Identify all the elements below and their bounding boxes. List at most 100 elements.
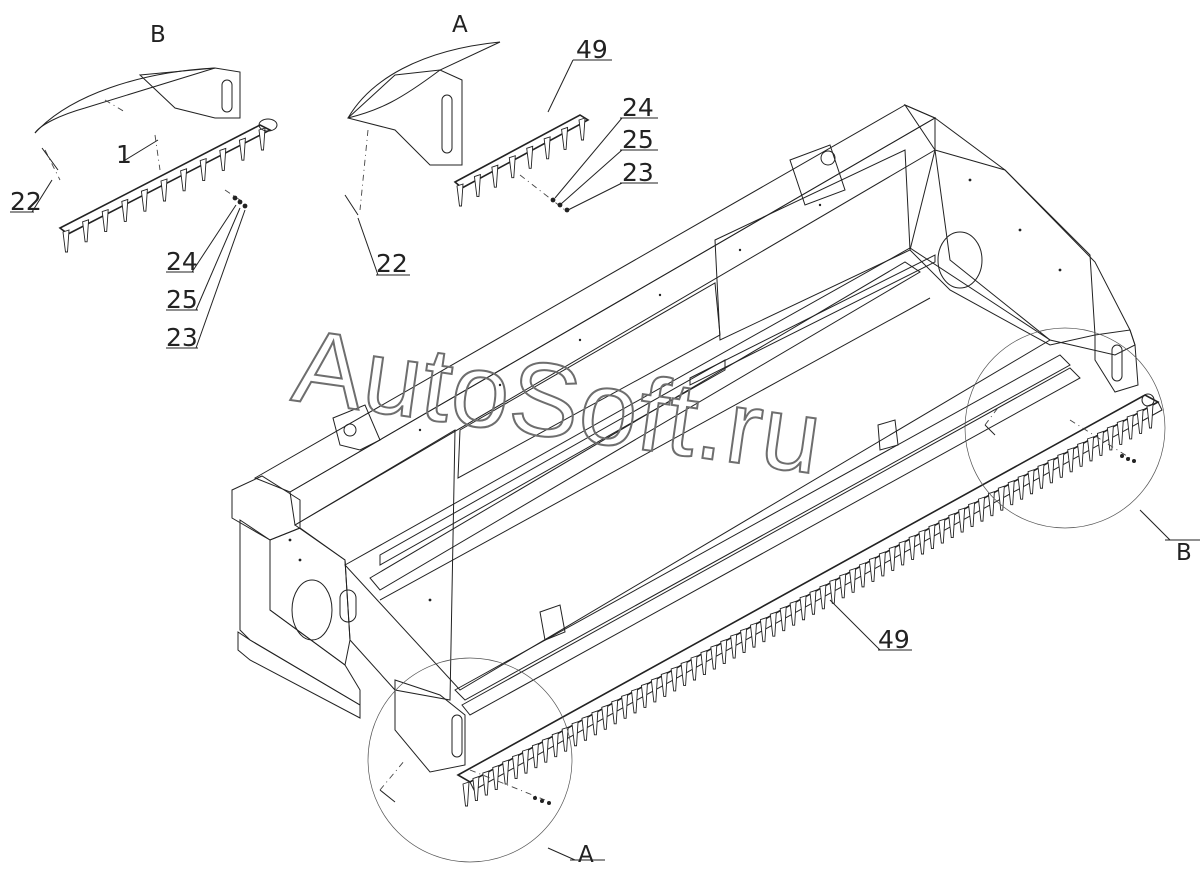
cutter-tooth [521,748,529,774]
cutter-tooth [839,573,847,599]
cutter-tooth [680,660,688,686]
cutter-tooth [1106,425,1114,451]
cutter-tooth [551,732,559,758]
cutter-tooth [759,617,767,643]
cutter-tooth [690,655,698,681]
cutter-tooth [769,611,777,637]
cutter-tooth [258,127,266,151]
detail-b-drawing [10,67,278,349]
cutter-tooth [898,540,906,566]
cutter-tooth [561,126,569,150]
callout-24-b: 24 [166,247,198,276]
cutter-tooth [101,208,109,233]
cutter-tooth [700,649,708,675]
detail-circle-a [367,657,605,863]
cutter-tooth [160,178,168,202]
cutter-tooth [888,545,896,571]
cutter-tooth [508,155,516,179]
cutter-tooth [779,606,787,632]
cutter-tooth [491,164,499,188]
cutter-tooth [140,188,148,212]
cutter-tooth [1007,480,1015,506]
cutter-tooth [1136,408,1144,434]
detail-b-teeth [62,127,266,253]
cutter-tooth [977,496,985,522]
cutter-tooth [918,529,926,555]
callout-1-b: 1 [116,140,132,169]
cutter-tooth [849,567,857,593]
cutter-tooth [456,183,464,207]
cutter-tooth [62,229,70,253]
cutter-tooth [749,622,757,648]
callout-49-main-leader [829,599,912,651]
detail-circle-b [964,327,1200,541]
cutter-tooth [670,666,678,692]
view-label-b-top: B [150,22,166,48]
header-frame [231,103,1139,773]
cutter-tooth [740,627,748,654]
cutter-tooth [859,562,867,588]
cutter-tooth [512,753,520,780]
cutter-tooth [799,595,807,621]
cutter-tooth [219,147,227,171]
cutter-tooth [809,589,817,615]
cutter-tooth [650,677,658,703]
cutter-tooth [1047,458,1055,484]
callout-22-b: 22 [10,187,42,216]
cutter-tooth [829,578,837,604]
cutter-bar-main [456,393,1163,807]
cutter-tooth [462,781,470,807]
cutter-tooth [492,764,500,791]
cutter-tooth [730,633,738,659]
cutter-tooth [601,704,609,730]
cutter-tooth [908,534,916,560]
cutter-tooth [531,743,539,769]
cutter-tooth [121,198,129,222]
cutter-tooth [482,770,490,796]
cutter-tooth [710,644,718,670]
cutter-tooth [631,688,639,714]
detail-a-teeth [456,117,586,207]
cutter-tooth [1077,441,1085,467]
callout-49-main: 49 [878,625,910,654]
cutter-tooth [180,168,188,192]
cutter-tooth [660,671,668,697]
cutter-tooth [948,512,956,539]
cutter-tooth [928,523,936,549]
cutter-tooth [819,584,827,610]
cutter-tooth [581,715,589,741]
cutter-tooth [561,726,569,752]
cutter-tooth [591,710,599,736]
cutter-tooth [82,219,90,243]
cutter-tooth [958,507,966,533]
cutter-tooth [968,501,976,528]
cutter-tooth [868,556,876,582]
view-label-b-main: B [1176,540,1192,566]
cutter-tooth [997,485,1005,511]
cutter-tooth [1126,414,1134,440]
cutter-tooth [878,551,886,577]
cutter-tooth [1116,419,1124,445]
cutter-tooth [1037,463,1045,489]
cutter-tooth [238,137,246,161]
callout-23-a: 23 [622,158,654,187]
cutter-tooth [640,682,648,708]
cutter-tooth [1067,447,1075,473]
cutter-tooth [541,737,549,763]
cutter-tooth [578,117,586,141]
view-label-a-main: A [578,842,594,868]
cutter-tooth [1057,452,1065,478]
cutter-tooth [938,518,946,544]
cutter-tooth [472,775,480,801]
callout-24-a: 24 [622,93,654,122]
detail-a-drawing [344,41,658,276]
cutter-tooth [1017,474,1025,500]
callout-25-b: 25 [166,285,198,314]
cutter-tooth [199,157,207,182]
cutter-tooth [473,173,481,198]
callout-22-a: 22 [376,249,408,278]
cutter-tooth [1096,430,1104,456]
cutter-tooth [1027,469,1035,495]
cutter-tooth [571,721,579,747]
